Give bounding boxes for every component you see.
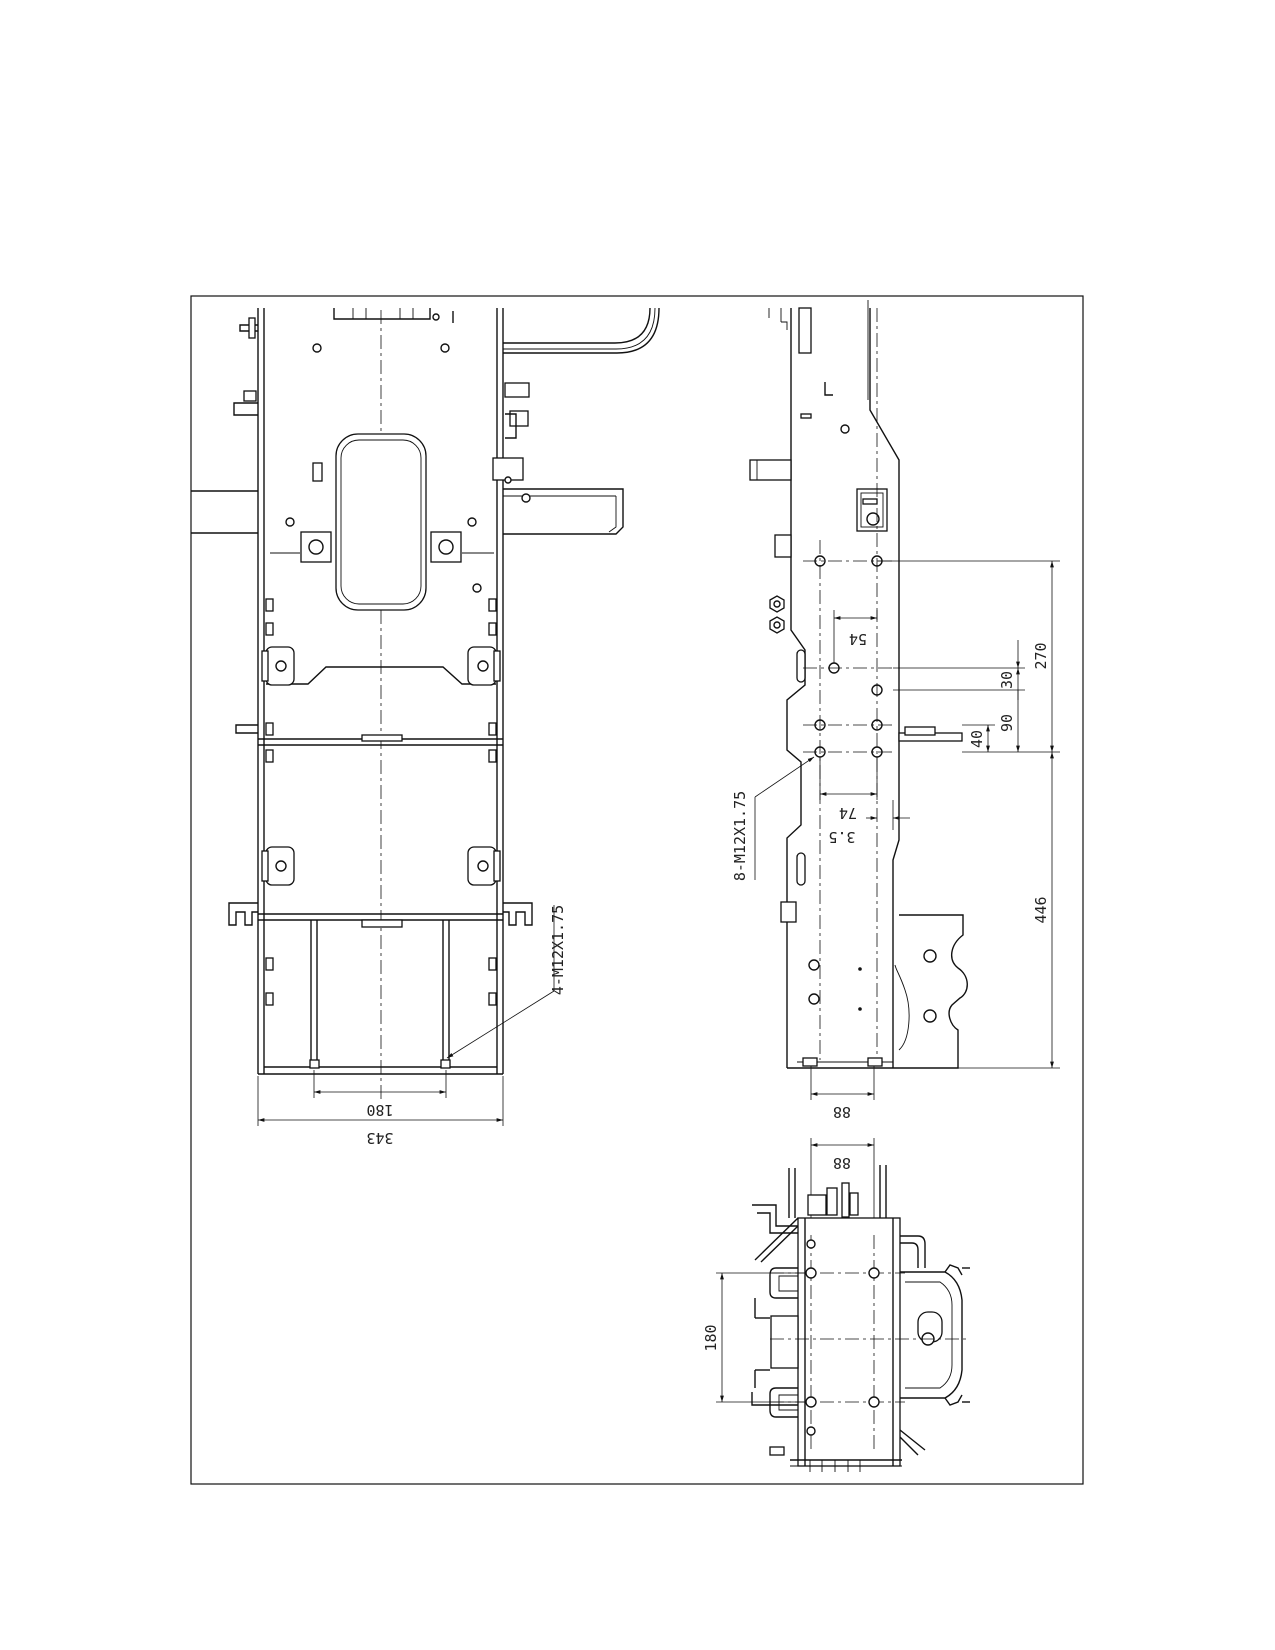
side-dim-90: 90 — [998, 714, 1016, 732]
end-view — [716, 1138, 970, 1472]
side-dim-88: 88 — [833, 1103, 851, 1121]
side-dim-54: 54 — [849, 630, 867, 648]
drawing-border — [190, 295, 1084, 1485]
hole-grid — [814, 555, 883, 758]
side-dim-3-5: 3.5 — [828, 828, 855, 846]
end-dim-88: 88 — [833, 1154, 851, 1172]
side-dim-446: 446 — [1032, 896, 1050, 923]
plan-dim-hole-spacing: 180 — [366, 1101, 393, 1119]
side-dim-270: 270 — [1032, 642, 1050, 669]
side-dim-74: 74 — [839, 804, 857, 822]
plan-dim-overall-width: 343 — [366, 1129, 393, 1147]
side-thread-callout: 8-M12X1.75 — [731, 791, 749, 881]
side-dim-40: 40 — [968, 730, 986, 748]
plan-thread-callout: 4-M12X1.75 — [549, 905, 567, 995]
side-view — [749, 300, 1060, 1100]
plan-view — [191, 307, 660, 1126]
end-dim-180: 180 — [702, 1324, 720, 1351]
side-dim-30: 30 — [998, 671, 1016, 689]
